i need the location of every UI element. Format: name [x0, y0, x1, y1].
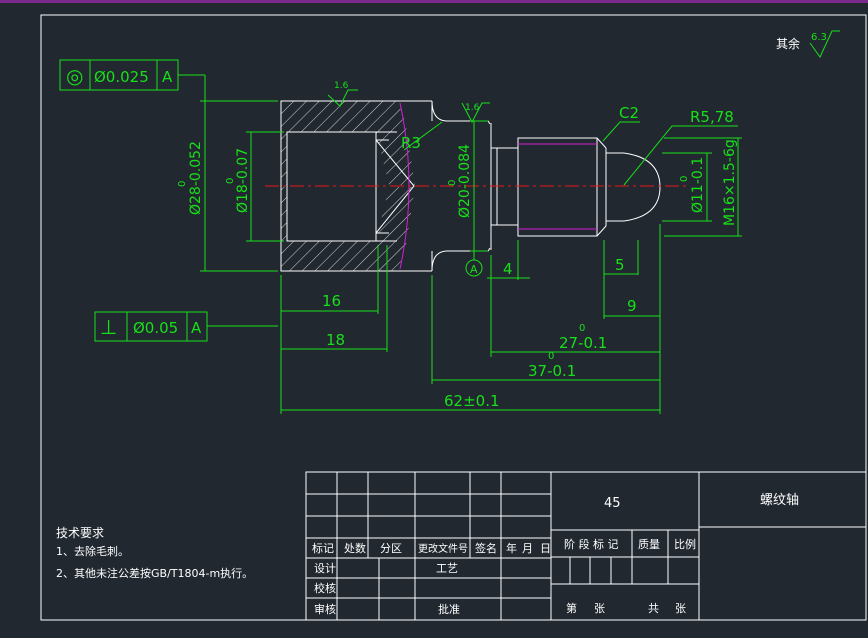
title-block [305, 471, 867, 621]
gtol-bottom-frame [94, 311, 208, 342]
gtol-bottom-datum: A [191, 319, 202, 337]
tb-header-0: 标记 [312, 541, 334, 555]
dim-d28: Ø28-0.052 [188, 141, 204, 215]
tb-zhang-2: 张 [675, 602, 686, 615]
tb-header-7: 日 [540, 542, 551, 555]
part-name: 螺纹轴 [760, 493, 799, 508]
dim-d11: Ø11-0.1 [690, 157, 706, 213]
tech-req-title: 技术要求 [56, 526, 104, 540]
roughness-rest-value: 6.3 [811, 32, 827, 43]
tb-design: 设计 [314, 562, 336, 575]
tb-scale: 比例 [674, 537, 696, 551]
top-accent-bar [0, 0, 868, 3]
dim-m16: M16×1.5-6g [722, 139, 738, 226]
dimension-lines [178, 74, 742, 414]
dim-l62: 62±0.1 [444, 392, 500, 410]
datum-a-label: A [470, 263, 478, 276]
dim-d28-sup: 0 [177, 181, 188, 187]
tb-sheet-total: 共 [648, 602, 659, 615]
tb-check: 校核 [314, 581, 336, 595]
tb-sheet-no: 第 [566, 601, 577, 615]
tb-approve: 批准 [438, 602, 460, 616]
dim-d18-sup: 0 [225, 178, 236, 184]
tb-header-6: 月 [522, 542, 533, 555]
tb-stage-mark: 阶 段 标 记 [564, 537, 619, 551]
tb-header-2: 分区 [380, 542, 402, 555]
dim-d20-sup: 0 [447, 180, 458, 186]
tech-req-item-2: 2、其他未注公差按GB/T1804-m执行。 [56, 566, 253, 580]
tb-header-4: 签名 [475, 541, 497, 555]
dim-d11-sup: 0 [679, 176, 690, 182]
tb-review: 审核 [314, 602, 336, 616]
tech-req-item-1: 1、去除毛刺。 [56, 544, 129, 558]
tb-zhang-1: 张 [594, 602, 605, 615]
dim-d20: Ø20-0.084 [457, 144, 473, 218]
tb-header-1: 处数 [344, 542, 366, 555]
dim-c2: C2 [619, 104, 639, 122]
gtol-top-datum: A [162, 68, 173, 86]
dim-l16: 16 [322, 292, 341, 310]
dim-l18: 18 [326, 331, 345, 349]
tb-weight: 质量 [638, 538, 660, 551]
dim-l4: 4 [503, 260, 513, 278]
tb-header-3: 更改文件号 [418, 542, 468, 555]
roughness-symbols [327, 30, 840, 124]
gtol-top-frame [59, 59, 179, 91]
dim-l5: 5 [615, 256, 625, 274]
tb-header-5: 年 [506, 541, 517, 555]
gtol-bottom-tolerance: Ø0.05 [133, 319, 178, 337]
drawing-border [40, 14, 867, 621]
dim-l27-sup: 0 [579, 323, 585, 334]
dim-l37: 37-0.1 [528, 362, 576, 380]
roughness-face-mid: 1.6 [465, 103, 480, 113]
roughness-rest-label: 其余 [776, 36, 800, 51]
dim-l27: 27-0.1 [559, 334, 607, 352]
dim-d18: Ø18-0.07 [235, 148, 251, 213]
perpendicularity-icon: ⊥ [100, 315, 117, 339]
dim-l9: 9 [627, 297, 637, 315]
dim-r3: R3 [401, 134, 421, 152]
tb-process: 工艺 [436, 562, 458, 575]
concentricity-icon: ◎ [66, 64, 83, 88]
dim-l37-sup: 0 [548, 351, 554, 362]
gtol-top-tolerance: Ø0.025 [94, 68, 149, 86]
datum-a-symbol [465, 251, 483, 277]
dim-r578: R5,78 [690, 108, 734, 126]
material: 45 [604, 496, 621, 511]
roughness-face-left: 1.6 [334, 81, 349, 91]
